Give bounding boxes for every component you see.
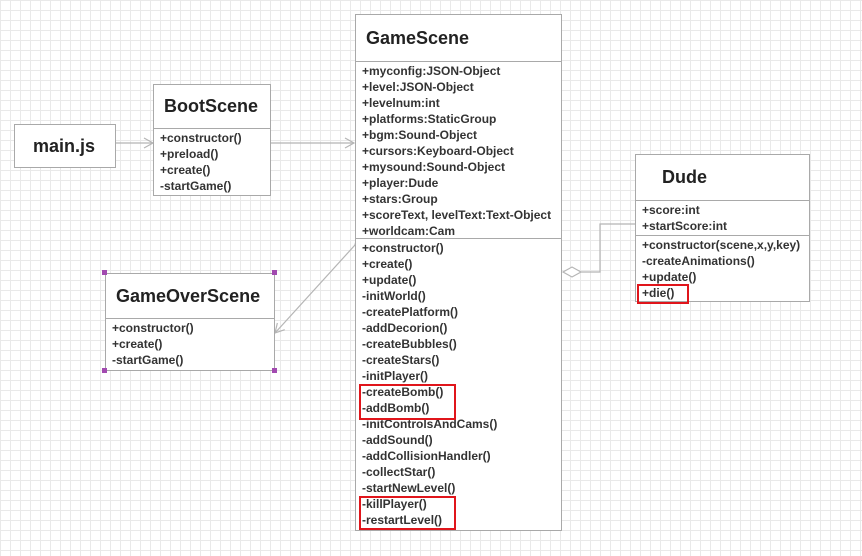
- gamescene-attributes: +myconfig:JSON-Object +level:JSON-Object…: [356, 61, 561, 238]
- attribute: +mysound:Sound-Object: [362, 160, 506, 174]
- dude-methods: +constructor(scene,x,y,key) -createAnima…: [636, 235, 809, 301]
- highlight-die: [637, 284, 689, 304]
- attribute: +myconfig:JSON-Object: [362, 64, 501, 78]
- attribute: +scoreText, levelText:Text-Object: [362, 208, 552, 222]
- method: -initPlayer(): [362, 369, 429, 383]
- attribute: +platforms:StaticGroup: [362, 112, 497, 126]
- method: -createPlatform(): [362, 305, 459, 319]
- gameoverscene-class-box[interactable]: GameOverScene +constructor() +create() -…: [105, 273, 275, 371]
- attribute: +levelnum:int: [362, 96, 440, 110]
- method: -createStars(): [362, 353, 440, 367]
- game-dude-aggregation-line: [581, 223, 635, 273]
- method: -restartLevel(): [362, 513, 443, 527]
- main-js-box[interactable]: main.js: [14, 124, 116, 168]
- selection-handle[interactable]: [272, 270, 277, 275]
- aggregation-diamond: [561, 266, 583, 278]
- method: +update(): [362, 273, 417, 287]
- bootscene-class-box[interactable]: BootScene +constructor() +preload() +cre…: [153, 84, 271, 196]
- method: -createBomb(): [362, 385, 444, 399]
- method: -addDecorion(): [362, 321, 448, 335]
- method: -killPlayer(): [362, 497, 427, 511]
- method: -startNewLevel(): [362, 481, 456, 495]
- method: -startGame(): [112, 353, 184, 367]
- method: -addSound(): [362, 433, 433, 447]
- method: +create(): [362, 257, 413, 271]
- method: -startGame(): [160, 179, 232, 193]
- bootscene-title: BootScene: [164, 96, 259, 116]
- method: -addCollisionHandler(): [362, 449, 491, 463]
- method: +create(): [160, 163, 211, 177]
- bootscene-methods: +constructor() +preload() +create() -sta…: [154, 128, 270, 194]
- dude-attributes: +score:int +startScore:int: [636, 200, 809, 235]
- attribute: +stars:Group: [362, 192, 438, 206]
- method: +preload(): [160, 147, 219, 161]
- selection-handle[interactable]: [102, 368, 107, 373]
- gameoverscene-title: GameOverScene: [116, 285, 261, 306]
- method: +die(): [642, 286, 675, 300]
- method: +constructor(): [362, 241, 444, 255]
- gameoverscene-methods: +constructor() +create() -startGame(): [106, 318, 274, 368]
- method: -initControlsAndCams(): [362, 417, 498, 431]
- attribute: +bgm:Sound-Object: [362, 128, 477, 142]
- method: +constructor(): [112, 321, 194, 335]
- attribute: +player:Dude: [362, 176, 439, 190]
- method: +constructor(): [160, 131, 242, 145]
- gamescene-title: GameScene: [366, 27, 470, 48]
- method: -createAnimations(): [642, 254, 755, 268]
- attribute: +worldcam:Cam: [362, 224, 456, 238]
- highlight-kill-restart: [359, 496, 456, 530]
- selection-handle[interactable]: [102, 270, 107, 275]
- method: -createBubbles(): [362, 337, 457, 351]
- method: +constructor(scene,x,y,key): [642, 238, 801, 252]
- attribute: +startScore:int: [642, 219, 728, 233]
- gamescene-methods: +constructor() +create() +update() -init…: [356, 238, 561, 528]
- attribute: +score:int: [642, 203, 700, 217]
- method: -addBomb(): [362, 401, 430, 415]
- attribute: +level:JSON-Object: [362, 80, 474, 94]
- method: -initWorld(): [362, 289, 426, 303]
- game-gameover-arrow: [274, 234, 365, 334]
- method: -collectStar(): [362, 465, 436, 479]
- attribute: +cursors:Keyboard-Object: [362, 144, 514, 158]
- dude-class-box[interactable]: Dude +score:int +startScore:int +constru…: [635, 154, 810, 302]
- dude-title: Dude: [662, 167, 707, 187]
- highlight-create-add-bomb: [359, 384, 456, 420]
- selection-handle[interactable]: [272, 368, 277, 373]
- method: +update(): [642, 270, 697, 284]
- main-js-title: main.js: [33, 135, 96, 156]
- gamescene-class-box[interactable]: GameScene +myconfig:JSON-Object +level:J…: [355, 14, 562, 531]
- method: +create(): [112, 337, 163, 351]
